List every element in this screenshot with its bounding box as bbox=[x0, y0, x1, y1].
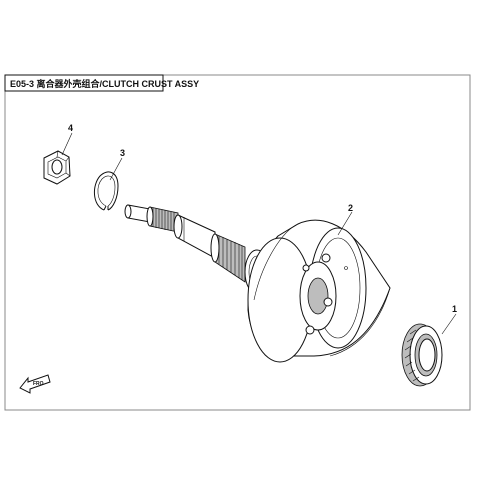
callout-number: 4 bbox=[68, 123, 73, 133]
title-box: E05-3 离合器外壳组合/CLUTCH CRUST ASSY bbox=[4, 74, 199, 92]
hex-nut bbox=[43, 150, 71, 185]
arrow-front-icon: FRO bbox=[19, 374, 51, 394]
callout-part-3: 3 bbox=[109, 148, 125, 181]
clutch-housing-shaft bbox=[124, 204, 391, 363]
drawing-frame bbox=[4, 74, 471, 411]
one-way-clutch bbox=[401, 323, 443, 387]
callout-number: 2 bbox=[348, 203, 353, 213]
callout-part-1: 1 bbox=[441, 304, 457, 335]
snap-ring bbox=[94, 171, 119, 211]
callout-part-4: 4 bbox=[61, 123, 73, 156]
callout-part-2: 2 bbox=[337, 203, 353, 236]
callout-number: 1 bbox=[452, 304, 457, 314]
front-indicator-label: FRO bbox=[33, 381, 44, 387]
callout-number: 3 bbox=[120, 148, 125, 158]
diagram-title: E05-3 离合器外壳组合/CLUTCH CRUST ASSY bbox=[10, 78, 199, 89]
